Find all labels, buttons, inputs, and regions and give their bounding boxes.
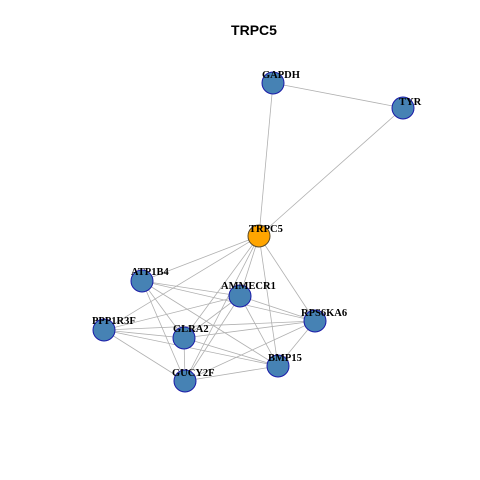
node-bmp15[interactable]	[266, 354, 290, 378]
edge-gapdh-trpc5	[258, 82, 274, 237]
edge-atp1b4-gucy2f	[141, 280, 186, 382]
node-trpc5[interactable]	[247, 224, 271, 248]
node-ppp1r3f[interactable]	[92, 318, 116, 342]
edge-ammecr1-ppp1r3f	[103, 295, 241, 331]
node-label-rps6ka6: RPS6KA6	[301, 308, 347, 319]
node-label-gapdh: GAPDH	[262, 70, 300, 81]
node-glra2[interactable]	[172, 326, 196, 350]
node-label-gucy2f: GUCY2F	[172, 368, 215, 379]
edge-trpc5-gucy2f	[184, 235, 260, 382]
node-atp1b4[interactable]	[130, 269, 154, 293]
node-gucy2f[interactable]	[173, 369, 197, 393]
node-gapdh[interactable]	[261, 71, 285, 95]
edge-atp1b4-ammecr1	[141, 280, 241, 297]
node-label-ammecr1: AMMECR1	[221, 281, 276, 292]
edge-ammecr1-rps6ka6	[239, 295, 316, 322]
edge-ammecr1-glra2	[183, 295, 241, 339]
node-label-tyr: TYR	[399, 97, 422, 108]
edge-trpc5-bmp15	[258, 235, 279, 367]
label-layer: GAPDH TYR TRPC5ATP1B4AMMECR1RPS6KA6PPP1R3F…	[92, 70, 422, 379]
node-label-bmp15: BMP15	[268, 353, 302, 364]
edge-atp1b4-bmp15	[141, 280, 279, 367]
edge-atp1b4-rps6ka6	[141, 280, 316, 322]
edge-atp1b4-glra2	[141, 280, 185, 339]
edge-rps6ka6-glra2	[183, 320, 316, 339]
edge-ppp1r3f-bmp15	[103, 329, 279, 367]
edge-ammecr1-gucy2f	[184, 295, 241, 382]
graph-title: TRPC5	[231, 22, 277, 38]
node-label-glra2: GLRA2	[173, 324, 209, 335]
edge-ppp1r3f-gucy2f	[103, 329, 186, 382]
edge-trpc5-rps6ka6	[258, 235, 316, 322]
node-label-ppp1r3f: PPP1R3F	[92, 316, 136, 327]
edge-tyr-trpc5	[258, 107, 404, 237]
node-rps6ka6[interactable]	[303, 309, 327, 333]
edge-bmp15-gucy2f	[184, 365, 279, 382]
edge-trpc5-ppp1r3f	[103, 235, 260, 331]
node-tyr[interactable]	[391, 96, 415, 120]
node-layer	[92, 71, 415, 393]
node-label-trpc5: TRPC5	[249, 224, 283, 235]
edge-ammecr1-bmp15	[239, 295, 279, 367]
edge-trpc5-atp1b4	[141, 235, 260, 282]
node-label-atp1b4: ATP1B4	[131, 267, 169, 278]
edge-rps6ka6-gucy2f	[184, 320, 316, 382]
edge-rps6ka6-ppp1r3f	[103, 320, 316, 331]
edge-gapdh-tyr	[272, 82, 404, 109]
node-ammecr1[interactable]	[228, 284, 252, 308]
edge-glra2-bmp15	[183, 337, 279, 367]
edge-ppp1r3f-glra2	[103, 329, 185, 339]
edge-trpc5-glra2	[183, 235, 260, 339]
